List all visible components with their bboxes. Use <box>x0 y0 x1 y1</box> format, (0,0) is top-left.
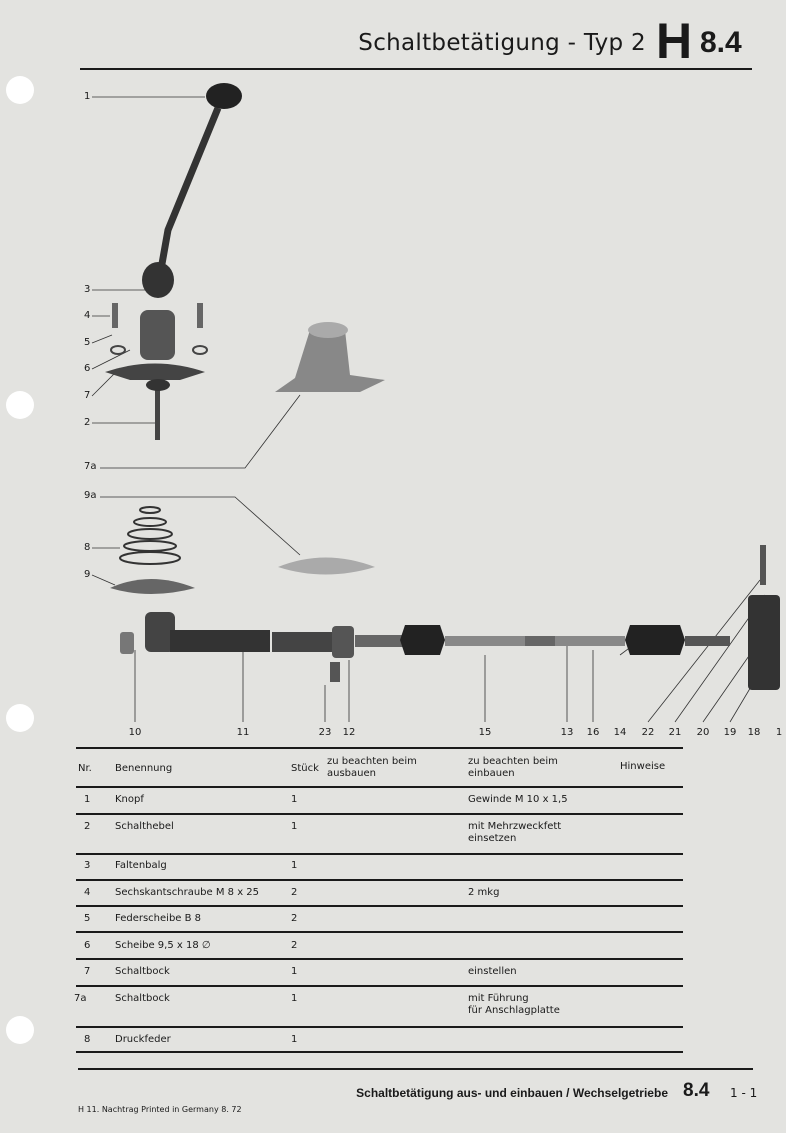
diagram-label: 20 <box>696 727 710 738</box>
col-header-notes: Hinweise <box>620 761 666 772</box>
diagram-label: 22 <box>641 727 655 738</box>
row-qty: 1 <box>291 993 298 1004</box>
row-qty: 1 <box>291 821 298 832</box>
col-header-nr: Nr. <box>78 763 92 774</box>
col-header-qty: Stück <box>291 763 319 774</box>
row-qty: 1 <box>291 966 298 977</box>
footer-page: 1 - 1 <box>730 1086 758 1100</box>
exploded-parts-diagram <box>91 83 780 723</box>
diagram-label: 4 <box>84 310 91 321</box>
row-name: Scheibe 9,5 x 18 ∅ <box>115 940 211 951</box>
diagram-label: 13 <box>560 727 574 738</box>
table-rule <box>76 985 683 987</box>
section-number: 8.4 <box>700 26 742 59</box>
footer-rule <box>78 1068 753 1070</box>
footer-print-note: H 11. Nachtrag Printed in Germany 8. 72 <box>78 1105 242 1114</box>
row-install: Gewinde M 10 x 1,5 <box>468 794 568 805</box>
table-rule <box>76 1026 683 1028</box>
diagram-label: 1 <box>84 91 91 102</box>
table-rule <box>76 958 683 960</box>
footer-title: Schaltbetätigung aus- und einbauen / Wec… <box>356 1086 668 1100</box>
row-install-line2: einsetzen <box>468 833 517 844</box>
row-nr: 2 <box>84 821 91 832</box>
row-install: mit Mehrzweckfett <box>468 821 562 832</box>
col-header-remove-line1: zu beachten beim <box>327 756 417 767</box>
row-install-line2: für Anschlagplatte <box>468 1005 560 1016</box>
col-header-install-line1: zu beachten beim <box>468 756 558 767</box>
table-rule <box>76 931 683 933</box>
row-nr: 4 <box>84 887 91 898</box>
row-install: 2 mkg <box>468 887 500 898</box>
row-name: Knopf <box>115 794 144 805</box>
footer-section: 8.4 <box>683 1080 710 1101</box>
diagram-label: 19 <box>723 727 737 738</box>
punch-hole <box>6 391 34 419</box>
diagram-label: 21 <box>668 727 682 738</box>
row-name: Federscheibe B 8 <box>115 913 202 924</box>
row-name: Schalthebel <box>115 821 174 832</box>
table-rule <box>76 813 683 815</box>
row-name: Schaltbock <box>115 993 170 1004</box>
table-rule <box>76 853 683 855</box>
row-qty: 1 <box>291 1034 298 1045</box>
row-qty: 1 <box>291 794 298 805</box>
diagram-label: 5 <box>84 337 91 348</box>
diagram-label: 1 <box>775 727 783 738</box>
diagram-label: 16 <box>586 727 600 738</box>
diagram-label: 10 <box>128 727 142 738</box>
row-name: Sechskantschraube M 8 x 25 <box>115 887 260 898</box>
punch-hole <box>6 76 34 104</box>
col-header-name: Benennung <box>115 763 173 774</box>
row-name: Druckfeder <box>115 1034 171 1045</box>
row-nr: 7 <box>84 966 91 977</box>
diagram-label: 18 <box>747 727 761 738</box>
row-nr: 7a <box>74 993 87 1004</box>
diagram-label: 2 <box>84 417 91 428</box>
row-qty: 2 <box>291 913 298 924</box>
row-nr: 3 <box>84 860 91 871</box>
punch-hole <box>6 1016 34 1044</box>
row-nr: 5 <box>84 913 91 924</box>
diagram-label: 23 <box>318 727 332 738</box>
row-install: mit Führung <box>468 993 529 1004</box>
section-letter: H <box>656 13 693 69</box>
row-qty: 1 <box>291 860 298 871</box>
row-nr: 8 <box>84 1034 91 1045</box>
page-title: Schaltbetätigung - Typ 2 <box>358 30 646 56</box>
diagram-label: 9 <box>84 569 91 580</box>
row-name: Schaltbock <box>115 966 170 977</box>
table-rule <box>76 905 683 907</box>
col-header-install-line2: einbauen <box>468 768 515 779</box>
diagram-label: 7 <box>84 390 91 401</box>
row-qty: 2 <box>291 887 298 898</box>
row-nr: 6 <box>84 940 91 951</box>
diagram-label: 12 <box>342 727 356 738</box>
diagram-label: 9a <box>84 490 97 501</box>
knob-icon <box>206 83 242 109</box>
diagram-label: 6 <box>84 363 91 374</box>
row-nr: 1 <box>84 794 91 805</box>
table-rule <box>76 747 683 749</box>
diagram-label: 11 <box>236 727 250 738</box>
diagram-label: 3 <box>84 284 91 295</box>
diagram-label: 15 <box>478 727 492 738</box>
row-install: einstellen <box>468 966 517 977</box>
row-qty: 2 <box>291 940 298 951</box>
diagram-label: 7a <box>84 461 97 472</box>
diagram-label: 8 <box>84 542 91 553</box>
row-name: Faltenbalg <box>115 860 167 871</box>
table-rule <box>76 786 683 788</box>
col-header-remove-line2: ausbauen <box>327 768 376 779</box>
header-rule <box>80 68 752 70</box>
diagram-label: 14 <box>613 727 627 738</box>
table-rule <box>76 1051 683 1053</box>
table-rule <box>76 879 683 881</box>
punch-hole <box>6 704 34 732</box>
